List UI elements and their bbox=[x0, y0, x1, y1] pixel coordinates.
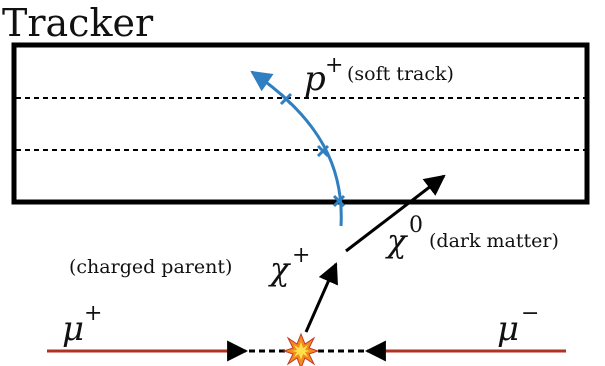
chi-zero-symbol: χ bbox=[385, 222, 408, 260]
proton-charge: + bbox=[325, 53, 343, 78]
chi-plus-label: (charged parent) χ + bbox=[69, 243, 310, 288]
tracker-box bbox=[11, 42, 590, 205]
chi-plus-symbol: χ bbox=[268, 250, 291, 288]
x-hit-marker-icon bbox=[332, 194, 346, 208]
chi-plus-charge: + bbox=[292, 243, 310, 268]
chi-zero-charge: 0 bbox=[409, 213, 423, 238]
x-hit-marker-icon bbox=[316, 144, 330, 158]
chi-zero-label: χ 0 (dark matter) bbox=[385, 213, 559, 260]
explosion-burst-icon bbox=[282, 332, 320, 366]
chi-zero-note: (dark matter) bbox=[429, 230, 559, 252]
proton-symbol: p bbox=[304, 59, 326, 99]
proton-track bbox=[250, 70, 343, 227]
mu-plus-label: μ + bbox=[62, 301, 102, 349]
proton-label: p + (soft track) bbox=[304, 53, 454, 99]
tracker-title: Tracker bbox=[2, 1, 154, 45]
chi-zero-arrow bbox=[345, 174, 446, 253]
x-hit-marker-icon bbox=[279, 92, 293, 106]
proton-note: (soft track) bbox=[347, 63, 454, 85]
chi-plus-arrow bbox=[304, 262, 338, 333]
mu-minus-charge: − bbox=[521, 301, 539, 326]
mu-plus-charge: + bbox=[84, 301, 102, 326]
mu-plus-symbol: μ bbox=[62, 309, 84, 349]
mu-minus-symbol: μ bbox=[497, 309, 519, 349]
mu-minus-label: μ − bbox=[497, 301, 539, 349]
chi-plus-note: (charged parent) bbox=[69, 256, 232, 278]
